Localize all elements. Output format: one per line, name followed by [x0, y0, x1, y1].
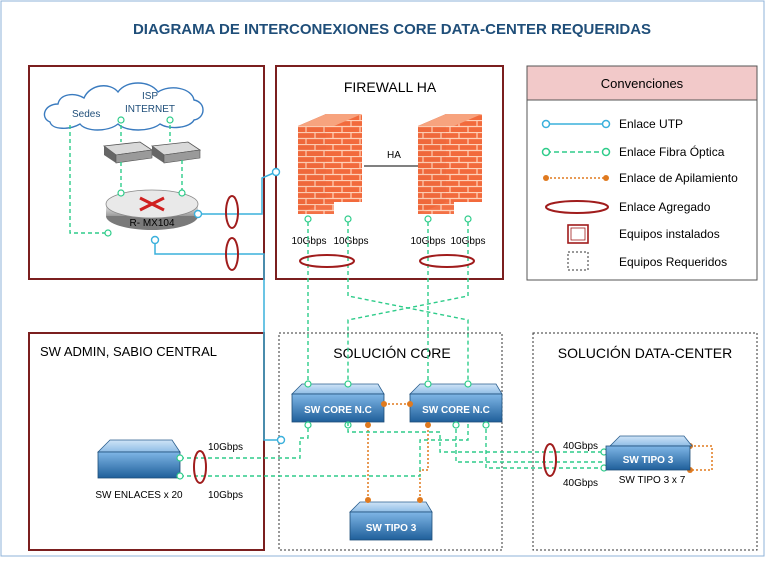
- legend-fiber-endpoint: [541, 147, 551, 157]
- stacking-endpoints: [365, 401, 693, 503]
- legend-utp-endpoint: [541, 119, 551, 129]
- aggregate-fw-left: [299, 254, 355, 268]
- legend-aggregate-label: Enlace Agregado: [619, 200, 711, 214]
- core-switch-3: [349, 501, 433, 541]
- sw-enlaces-label: SW ENLACES x 20: [95, 490, 183, 501]
- admin-link-label-top: 10Gbps: [208, 442, 243, 453]
- firewall-box-title: FIREWALL HA: [344, 79, 437, 95]
- utp-links: [154, 171, 280, 441]
- core-switch-1-label: SW CORE N.C: [304, 405, 372, 416]
- fiber-link-sedes: [69, 125, 108, 234]
- aggregate-router-upper: [225, 195, 239, 229]
- dc-link-label-bottom: 40Gbps: [563, 478, 598, 489]
- aggregate-datacenter: [543, 443, 557, 477]
- router-box: [28, 65, 265, 280]
- edge-switch-right: [150, 141, 202, 164]
- admin-link-label-bottom: 10Gbps: [208, 490, 243, 501]
- dc-switch: [605, 445, 691, 471]
- legend-required-square: [567, 251, 589, 271]
- aggregate-admin: [193, 450, 207, 484]
- core-switch-1: [291, 383, 385, 423]
- fiber-admin-core: [180, 422, 469, 477]
- core-switch-3-label: SW TIPO 3: [366, 523, 417, 534]
- datacenter-solution-box: [532, 332, 758, 551]
- dc-switch-label: SW TIPO 3: [623, 455, 674, 466]
- sw-admin-box: [28, 332, 265, 551]
- dc-fiber-ports: [452, 421, 608, 472]
- internet-cloud: [43, 82, 204, 131]
- cloud-internet-label: INTERNET: [125, 104, 175, 115]
- legend-required-label: Equipos Requeridos: [619, 255, 727, 269]
- firewall-left-icon: [298, 114, 362, 214]
- router-icon: [105, 189, 199, 230]
- stacking-links: [367, 403, 713, 502]
- legend-installed-inner: [570, 227, 586, 241]
- legend-fiber-label: Enlace Fibra Óptica: [619, 144, 725, 159]
- legend-fiber-endpoint: [601, 147, 611, 157]
- diagram-title: DIAGRAMA DE INTERCONEXIONES CORE DATA-CE…: [133, 21, 651, 38]
- dc-switch-caption: SW TIPO 3 x 7: [619, 475, 686, 486]
- legend-stack-endpoint: [543, 175, 549, 181]
- legend-stack-label: Enlace de Apilamiento: [619, 171, 738, 185]
- core-box-title: SOLUCIÓN CORE: [333, 345, 450, 361]
- fw-port-label-4: 10Gbps: [450, 236, 485, 247]
- legend: Convenciones Enlace UTP Enlace Fibra Ópt…: [526, 65, 758, 281]
- cloud-isp-label: ISP: [142, 91, 158, 102]
- legend-title: Convenciones: [601, 76, 684, 91]
- legend-stack-endpoint: [603, 175, 609, 181]
- legend-installed-square: [567, 224, 589, 244]
- firewall-fiber-ports: [304, 215, 472, 223]
- firewall-right-icon: [418, 114, 482, 214]
- aggregate-router-lower: [225, 237, 239, 271]
- aggregate-fw-right: [419, 254, 475, 268]
- sw-enlaces-switch: [97, 439, 181, 479]
- legend-utp-endpoint: [601, 119, 611, 129]
- core-switch-2: [409, 383, 503, 423]
- cloud-sedes-label: Sedes: [72, 109, 100, 120]
- dc-switch-back: [609, 435, 693, 447]
- core-fiber-ports-top: [304, 380, 472, 388]
- legend-utp-label: Enlace UTP: [619, 117, 683, 131]
- fw-port-label-3: 10Gbps: [410, 236, 445, 247]
- utp-endpoints: [150, 167, 286, 445]
- edge-switch-left: [102, 141, 154, 164]
- fw-port-label-2: 10Gbps: [333, 236, 368, 247]
- legend-header: [526, 65, 758, 101]
- legend-aggregate-ellipse: [545, 200, 609, 214]
- ha-label: HA: [387, 150, 401, 161]
- dc-link-label-top: 40Gbps: [563, 441, 598, 452]
- fw-port-label-1: 10Gbps: [291, 236, 326, 247]
- sw-admin-box-title: SW ADMIN, SABIO CENTRAL: [40, 344, 217, 359]
- router-label: R- MX104: [129, 218, 174, 229]
- utp-router-core: [154, 240, 280, 441]
- datacenter-box-title: SOLUCIÓN DATA-CENTER: [558, 345, 733, 361]
- legend-frame: [526, 65, 758, 281]
- router-fiber-endpoints: [104, 116, 186, 237]
- fiber-core-datacenter: [347, 422, 604, 469]
- legend-installed-label: Equipos instalados: [619, 227, 720, 241]
- core-switch-2-label: SW CORE N.C: [422, 405, 490, 416]
- utp-router-firewall: [198, 171, 277, 215]
- fiber-firewall-core: [307, 222, 469, 382]
